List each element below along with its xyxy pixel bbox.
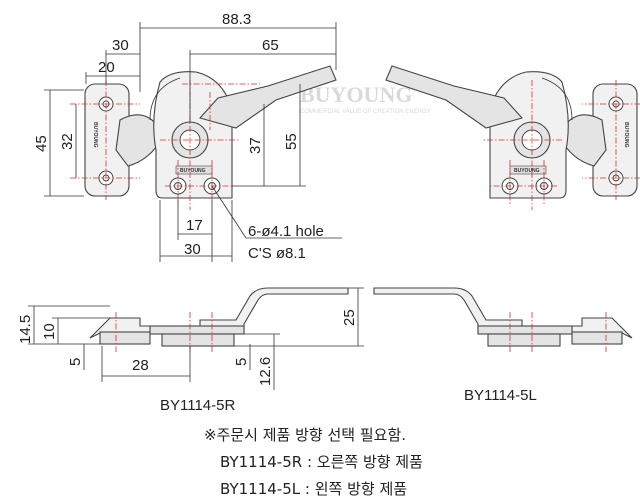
dim-25: 25 <box>341 309 358 326</box>
dim-65: 65 <box>262 37 279 54</box>
side-base <box>99 331 151 345</box>
watermark-tagline: COMMERCIAL VALUE OF CREATION ENERGY <box>300 109 431 115</box>
side-view-dimensions: 14.5 10 5 28 5 12.6 25 <box>17 287 364 390</box>
dim-5-left: 5 <box>67 358 84 366</box>
dim-17: 17 <box>186 217 203 234</box>
dim-12-6: 12.6 <box>257 357 274 386</box>
note-right-model: BY1114-5R : 오른쪽 방향 제품 <box>220 453 423 471</box>
side-plate <box>149 325 245 335</box>
dim-55: 55 <box>283 133 300 150</box>
dim-14-5: 14.5 <box>17 315 34 344</box>
part-stamp-body: BUYOUNG <box>180 168 206 174</box>
handle-lever <box>198 65 337 129</box>
plan-view-dimensions: 88.3 30 65 20 45 32 37 55 17 <box>33 11 342 262</box>
side-view-right-latch <box>89 287 349 352</box>
model-label-left: BY1114-5L <box>464 387 537 404</box>
link-arc <box>149 77 181 121</box>
hole-callout-countersink: C'S ø8.1 <box>248 245 306 262</box>
dim-28: 28 <box>132 357 149 374</box>
side-foot <box>161 333 235 347</box>
dim-20: 20 <box>98 59 115 76</box>
dim-45: 45 <box>33 135 50 152</box>
dim-37: 37 <box>247 137 264 154</box>
dim-30-top: 30 <box>112 37 129 54</box>
plan-view-right-latch: BUYOUNG BUYOUNG <box>70 65 337 210</box>
part-stamp-left: BUYOUNG <box>92 122 98 148</box>
side-view-left-latch <box>373 287 633 352</box>
note-left-model: BY1114-5L : 왼쪽 방향 제품 <box>220 480 407 498</box>
dim-32: 32 <box>59 133 76 150</box>
plan-view-left-latch <box>385 65 640 210</box>
dim-5-mid: 5 <box>233 358 250 366</box>
note-order-direction: ※주문시 제품 방향 선택 필요함. <box>204 426 406 444</box>
dim-30-bottom: 30 <box>184 241 201 258</box>
model-label-right: BY1114-5R <box>160 397 235 414</box>
hole-callout-size: 6-ø4.1 hole <box>248 223 324 240</box>
part-stamp-mirror-body: BUYOUNG <box>514 168 540 174</box>
dim-10: 10 <box>41 323 58 340</box>
dim-overall-length: 88.3 <box>222 11 251 28</box>
stamp-plate <box>175 165 213 175</box>
part-stamp-mirror-left: BUYOUNG <box>623 122 629 148</box>
